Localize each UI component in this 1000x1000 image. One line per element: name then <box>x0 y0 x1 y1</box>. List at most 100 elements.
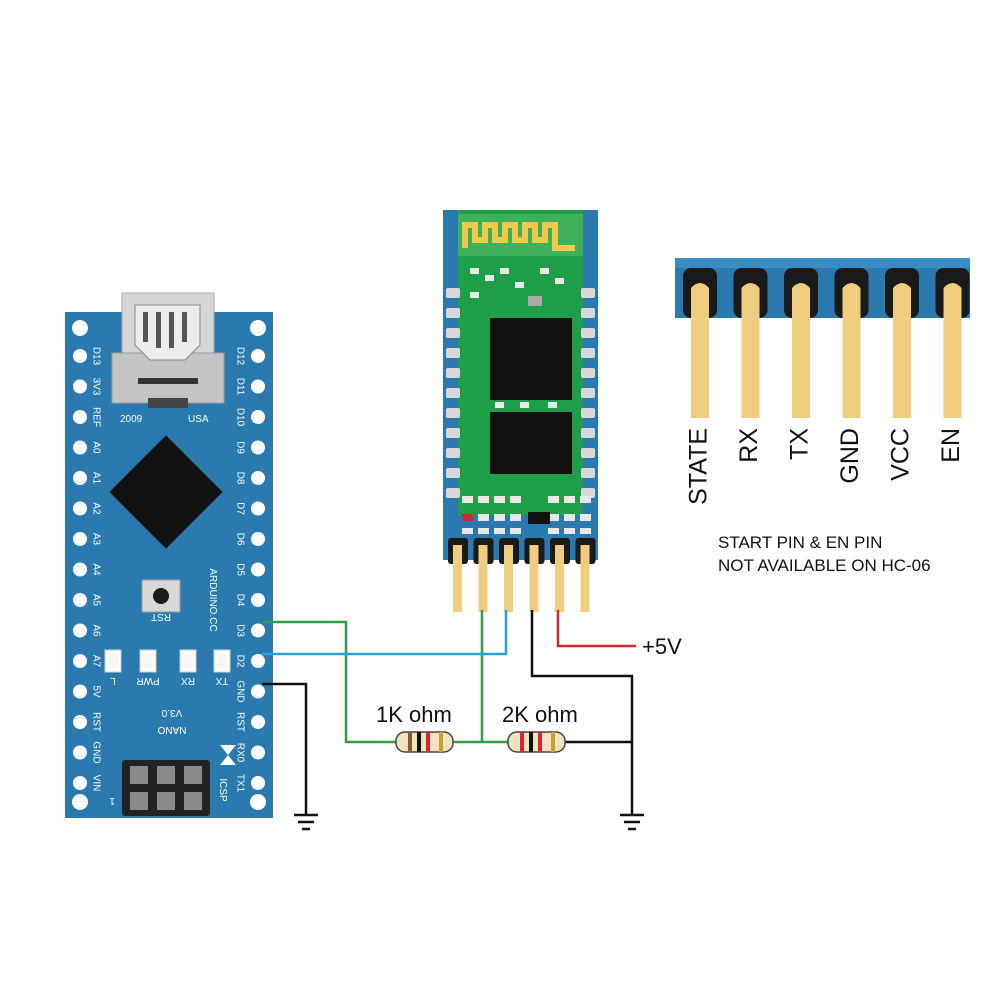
nano-right-pin-label: D5 <box>234 563 245 576</box>
nano-left-pin-label: VIN <box>90 775 101 792</box>
smd-components <box>462 496 591 534</box>
nano-right-pin <box>251 471 265 485</box>
nano-left-pin-label: RST <box>90 712 101 732</box>
nano-pin-headers: D133V3REFA0A1A2A3A4A5A6A75VRSTGNDVIND12D… <box>73 347 265 793</box>
blue-wire <box>262 610 508 656</box>
nano-left-pin-label: A7 <box>90 655 101 668</box>
nano-right-pin-label: D8 <box>234 472 245 485</box>
version-label: V3.0 <box>161 707 182 718</box>
usb-country-label: USA <box>188 414 209 425</box>
pinout-pin-label: EN <box>937 428 965 463</box>
pinout-pin-label: STATE <box>685 428 713 505</box>
usb-year-label: 2009 <box>120 414 143 425</box>
led-label: RX <box>181 675 195 686</box>
pinout-pin-top <box>741 283 760 318</box>
pinout-pin-label: GND <box>836 428 864 484</box>
nano-left-pin-label: A3 <box>90 533 101 546</box>
nano-right-pin <box>251 745 265 760</box>
nano-left-pin-label: A4 <box>90 563 101 576</box>
resistor-1k <box>395 731 454 753</box>
nano-right-pin <box>251 684 265 699</box>
left-pad <box>446 308 460 318</box>
left-pad <box>446 468 460 478</box>
nano-left-pin-label: 5V <box>90 685 101 698</box>
nano-right-pin-label: D4 <box>234 594 245 607</box>
nano-right-pin-label: D10 <box>234 408 245 427</box>
status-led-lens <box>108 654 118 668</box>
pinout-pin-label: RX <box>735 428 763 463</box>
smd-part <box>580 496 591 503</box>
nano-right-pin <box>251 623 265 638</box>
pinout-pin <box>741 310 760 418</box>
note-line-2: NOT AVAILABLE ON HC-06 <box>718 556 931 575</box>
nano-left-pin <box>73 593 87 607</box>
smd-part <box>478 514 489 521</box>
smd-part <box>564 528 575 534</box>
right-pad <box>581 468 595 478</box>
ground-symbol <box>620 813 644 831</box>
nano-right-pin-label: RX0 <box>234 743 245 763</box>
nano-right-pin <box>251 410 265 424</box>
smd-part <box>494 496 505 503</box>
led-label: TX <box>215 675 228 686</box>
supply-label: +5V <box>642 634 682 659</box>
nano-left-pin-label: A1 <box>90 472 101 485</box>
pinout-pin <box>691 310 709 418</box>
right-pad <box>581 408 595 418</box>
hc05-pin <box>478 545 488 612</box>
smd-part <box>564 496 575 503</box>
wires <box>262 610 636 815</box>
nano-right-pin <box>251 532 265 546</box>
left-pad <box>446 488 460 498</box>
nano-right-pin <box>251 715 265 729</box>
smd-part <box>510 514 521 521</box>
ground-symbol <box>294 813 318 831</box>
nano-left-pin-label: GND <box>90 741 101 763</box>
pinout-pin-top <box>842 283 861 318</box>
rx-arrow-icon <box>220 755 236 765</box>
smd-part <box>548 496 559 503</box>
left-pad <box>446 348 460 358</box>
nano-left-pin <box>73 654 87 668</box>
nano-left-pin <box>73 715 87 729</box>
pinout-pin-top <box>893 283 911 318</box>
smd-part <box>580 514 591 521</box>
castellated-pads <box>446 288 595 498</box>
nano-left-pin-label: D13 <box>90 347 101 366</box>
smd-part <box>510 528 521 534</box>
nano-right-pin <box>251 593 265 607</box>
nano-right-pin <box>251 349 265 363</box>
model-label: NANO <box>157 724 186 735</box>
icsp-pin1-label: 1 <box>109 795 115 806</box>
nano-right-pin-label: D3 <box>234 624 245 637</box>
nano-left-pin <box>73 471 87 485</box>
pinout-pin <box>893 310 911 418</box>
left-pad <box>446 368 460 378</box>
right-pad <box>581 308 595 318</box>
nano-left-pin <box>73 349 87 363</box>
nano-left-pin-label: A0 <box>90 441 101 454</box>
hc05-pin <box>529 545 539 612</box>
nano-right-pin <box>251 776 265 790</box>
nano-right-pin-label: D2 <box>234 655 245 668</box>
led-label: L <box>110 675 116 686</box>
smd-part <box>462 496 473 503</box>
status-led-lens <box>217 654 227 668</box>
smd-part <box>548 514 559 521</box>
resistor-2k <box>507 731 566 753</box>
regulator-chip <box>528 512 550 524</box>
status-led-lens <box>183 654 193 668</box>
bt-chip <box>490 318 572 400</box>
nano-left-pin <box>73 379 87 394</box>
smd-part <box>478 528 489 534</box>
nano-left-pin <box>73 562 87 577</box>
hc05-pin <box>453 545 462 612</box>
pinout-pin <box>792 310 810 418</box>
brand-label: ARDUINO.CC <box>207 568 218 631</box>
nano-right-pin-label: D11 <box>234 378 245 396</box>
nano-right-pin <box>251 654 265 668</box>
right-pad <box>581 288 595 298</box>
